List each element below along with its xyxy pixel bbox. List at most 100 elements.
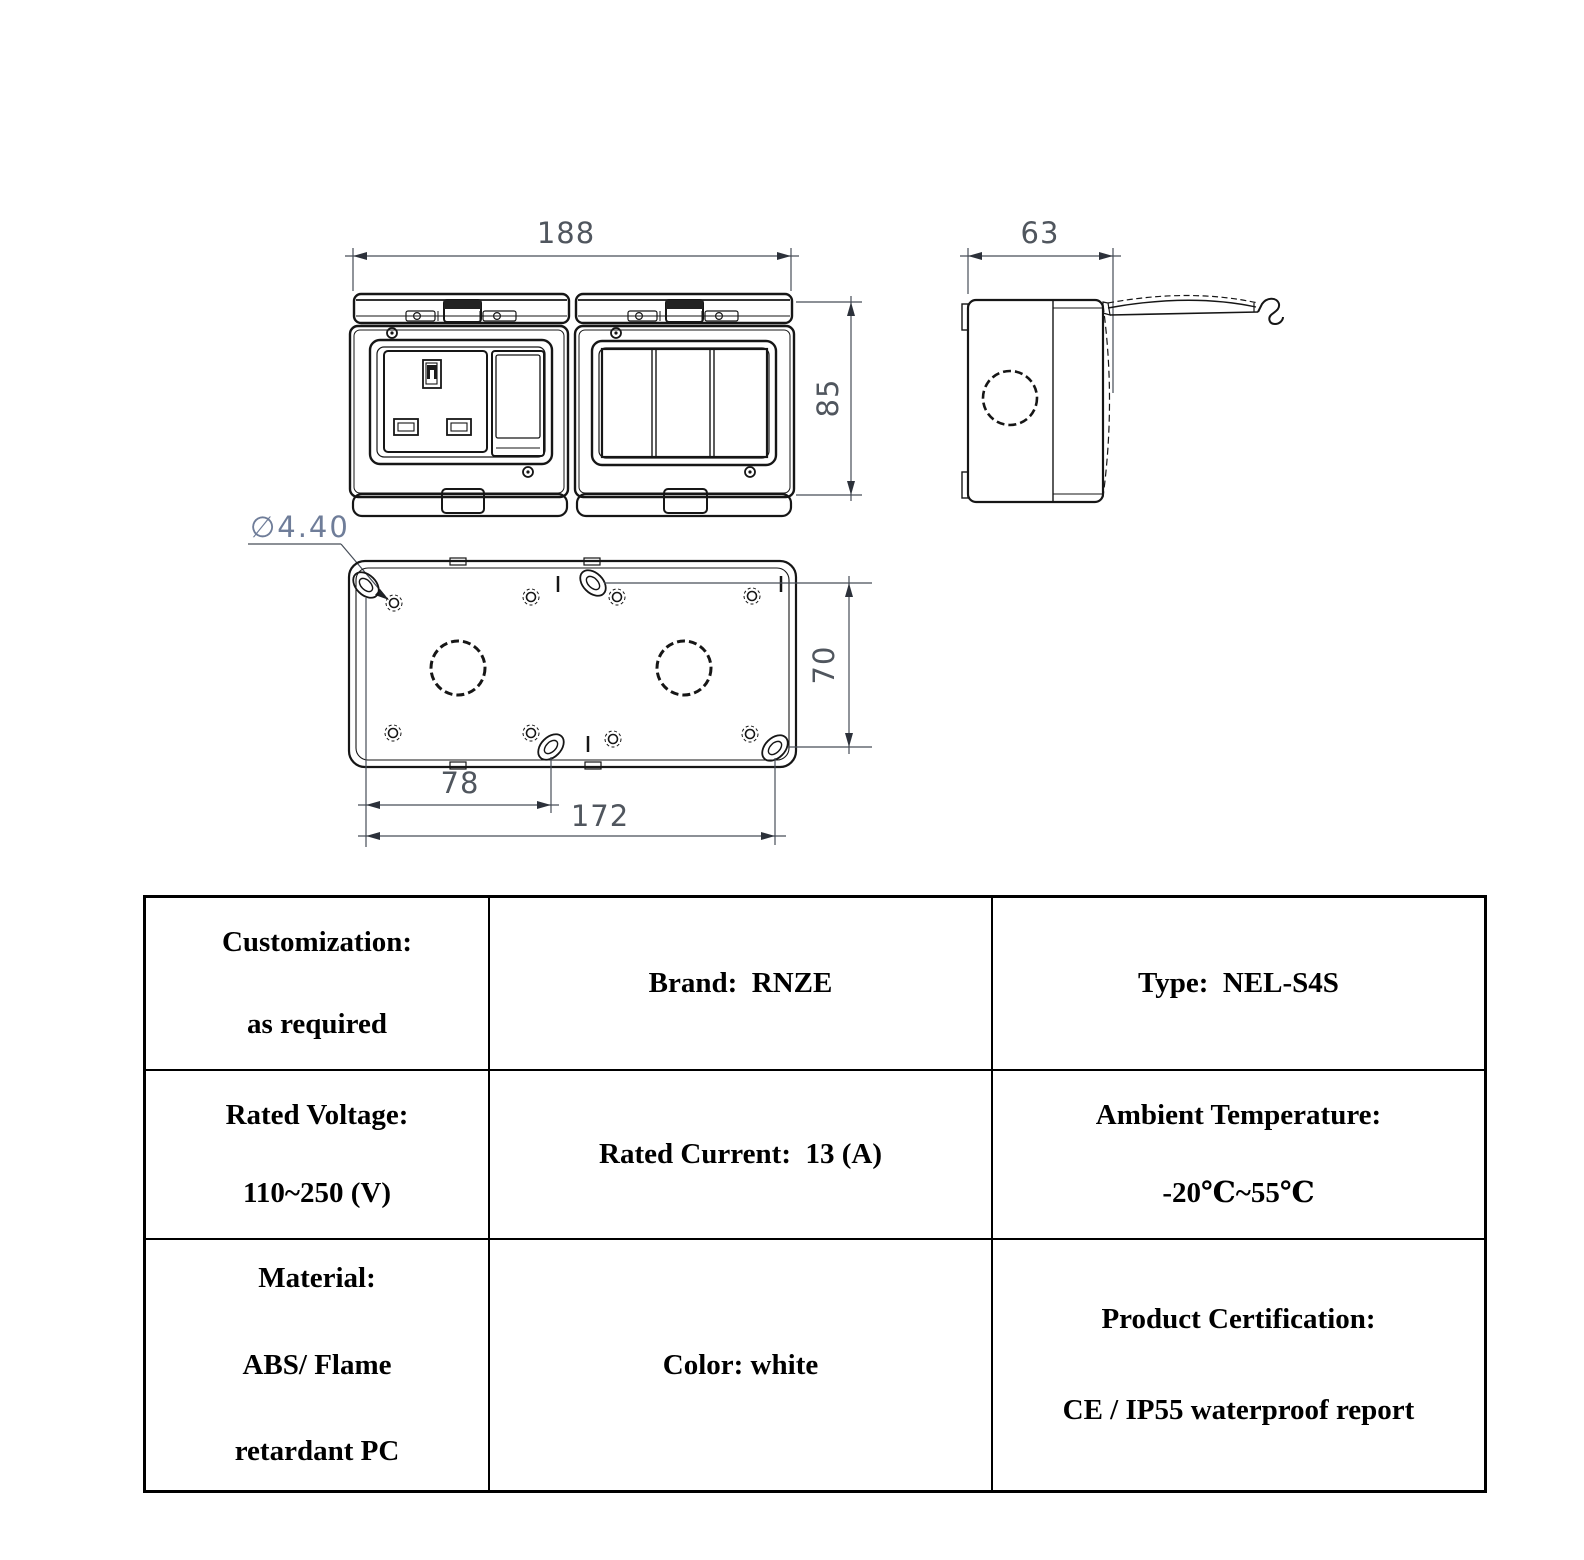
- cell-material: Material: ABS/ Flame retardant PC: [146, 1240, 490, 1490]
- dim-label-diameter: ∅4.40: [250, 510, 350, 544]
- side-view: 63: [960, 216, 1284, 504]
- lid-latch-clip: [444, 300, 481, 309]
- cell-line: Product Certification:: [1101, 1302, 1376, 1335]
- arrowhead-icon: [537, 801, 551, 809]
- back-plate: [347, 557, 798, 770]
- dim-label-78: 78: [441, 766, 480, 800]
- bottom-lips: [351, 488, 793, 518]
- technical-drawing: 188 85: [248, 216, 1284, 847]
- screw-icon: [390, 331, 394, 335]
- cell-brand: Brand: RNZE: [490, 898, 993, 1071]
- screw-hole-icon: [522, 724, 540, 742]
- screw-hole-icon: [385, 594, 403, 612]
- hinge-pin-icon: [413, 312, 422, 321]
- dimension-hole-spacing: 78 172: [358, 598, 786, 847]
- arrowhead-icon: [845, 583, 853, 597]
- hole-diameter-callout: ∅4.40: [248, 510, 389, 600]
- screw-icon: [526, 470, 530, 474]
- lid-tab: [441, 488, 485, 514]
- screw-hole-icon: [741, 725, 759, 743]
- arrowhead-icon: [761, 832, 775, 840]
- cell-certification: Product Certification: CE / IP55 waterpr…: [993, 1240, 1484, 1490]
- arrowhead-icon: [353, 252, 367, 260]
- arrowhead-icon: [968, 252, 982, 260]
- cable-knockout-icon: [981, 369, 1039, 427]
- screw-hole-icon: [604, 730, 622, 748]
- front-view: 188 85: [345, 216, 862, 518]
- cell-ambient-temperature: Ambient Temperature: -20℃~55℃: [993, 1071, 1484, 1240]
- arrowhead-icon: [366, 832, 380, 840]
- arrowhead-icon: [777, 252, 791, 260]
- lid-strip-left: [352, 292, 571, 325]
- screw-hole-icon: [384, 724, 402, 742]
- switch-gang: [573, 324, 796, 499]
- arrowhead-icon: [366, 801, 380, 809]
- dimension-width: 188: [345, 216, 799, 291]
- screw-icon: [744, 466, 756, 478]
- spec-table: Customization: as required Brand: RNZE T…: [143, 895, 1487, 1493]
- dimension-height: 85: [796, 296, 862, 501]
- cell-line: -20℃~55℃: [1162, 1177, 1315, 1209]
- cell-customization: Customization: as required: [146, 898, 490, 1071]
- screw-icon: [748, 470, 752, 474]
- arrowhead-icon: [847, 481, 855, 495]
- mount-slot: [352, 571, 380, 599]
- socket-switch-rocker: [491, 350, 545, 457]
- cell-line: Ambient Temperature:: [1095, 1099, 1382, 1131]
- hinge-pin-icon: [493, 312, 502, 321]
- cell-line: Rated Current: 13 (A): [599, 1138, 882, 1170]
- enclosure-side-profile: [961, 298, 1111, 504]
- arrowhead-icon: [847, 302, 855, 316]
- cell-line: ABS/ Flame: [242, 1348, 392, 1381]
- cell-line: retardant PC: [234, 1435, 400, 1467]
- triple-switch-rockers: [600, 347, 769, 459]
- cell-rated-voltage: Rated Voltage: 110~250 (V): [146, 1071, 490, 1240]
- cell-line: CE / IP55 waterproof report: [1062, 1394, 1415, 1427]
- hinge-pin-icon: [634, 312, 643, 321]
- mounting-slots: [352, 569, 789, 762]
- screw-hole-icon: [522, 588, 540, 606]
- cell-line: 110~250 (V): [243, 1177, 391, 1209]
- lid-strip-right: [574, 292, 794, 325]
- screw-icon: [610, 327, 622, 339]
- dim-label-70: 70: [807, 646, 841, 685]
- mount-slot: [537, 733, 565, 761]
- screw-icon: [522, 466, 534, 478]
- mount-tab: [961, 303, 969, 331]
- cell-line: Rated Voltage:: [225, 1099, 409, 1131]
- cable-knockout-icon: [429, 639, 487, 697]
- screw-hole-icon: [743, 587, 761, 605]
- cell-line: Brand: RNZE: [648, 967, 833, 999]
- cell-line: Material:: [258, 1262, 376, 1294]
- mount-slot: [761, 734, 789, 762]
- earth-pin-slot: [422, 359, 442, 389]
- live-pin-slot: [393, 418, 419, 436]
- lid-latch-clip: [666, 300, 703, 309]
- slot-ticks: [556, 576, 783, 752]
- hinge-pin-icon: [714, 312, 723, 321]
- cell-rated-current: Rated Current: 13 (A): [490, 1071, 993, 1240]
- neutral-pin-slot: [446, 418, 472, 436]
- arrowhead-icon: [845, 733, 853, 747]
- lid-hook: [1257, 297, 1284, 326]
- dimension-depth: 63: [960, 216, 1121, 393]
- dim-label-172: 172: [571, 799, 629, 833]
- screw-hole-icon: [608, 588, 626, 606]
- cell-line: as required: [247, 1008, 387, 1040]
- dimension-hole-height: 70: [604, 576, 872, 754]
- screw-icon: [386, 327, 398, 339]
- screw-icon: [614, 331, 618, 335]
- dim-label-63: 63: [1021, 216, 1060, 250]
- cell-color: Color: white: [490, 1240, 993, 1490]
- uk-socket-outlet: [383, 350, 488, 453]
- open-lid-flap: [1102, 294, 1284, 326]
- cable-knockout-icon: [655, 639, 713, 697]
- cell-type: Type: NEL-S4S: [993, 898, 1484, 1071]
- mount-tab: [961, 471, 969, 499]
- screw-holes: [384, 587, 761, 748]
- mount-slot: [579, 569, 607, 597]
- arrowhead-icon: [1099, 252, 1113, 260]
- cell-line: Type: NEL-S4S: [1138, 967, 1339, 999]
- socket-gang: [348, 324, 570, 499]
